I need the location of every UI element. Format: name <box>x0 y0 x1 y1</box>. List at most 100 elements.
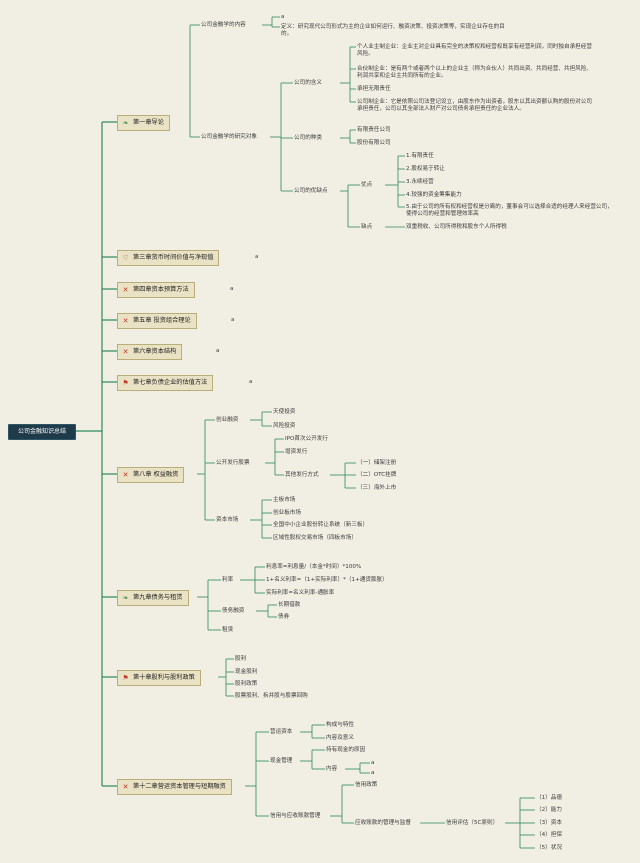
ch8-other-item: （二）OTC挂牌 <box>357 472 397 478</box>
chapter-node-12[interactable]: ✕ 第十二章营运资本管理与短期融资 <box>117 779 232 795</box>
cross-tools-icon: ✕ <box>122 471 129 479</box>
ch1-cons-node[interactable]: 缺点 <box>361 224 373 230</box>
ch12-credit-node[interactable]: 信用与应收账款管理 <box>270 813 321 819</box>
ch8-venture-node[interactable]: 创业融资 <box>216 417 239 423</box>
ch9-rate-node[interactable]: 利率 <box>222 577 234 583</box>
ch12-wc-item: 内容及意义 <box>326 735 354 741</box>
chapter-note: a <box>230 286 234 292</box>
ch10-item: 股利 <box>235 656 247 662</box>
ch1-content-node[interactable]: 公司金融学的内容 <box>201 22 246 28</box>
chapter-label: 第十二章营运资本管理与短期融资 <box>133 783 226 790</box>
chapter-note: a <box>231 317 235 323</box>
ch1-object-node[interactable]: 公司金融学的研究对象 <box>201 134 257 140</box>
ch12-wc-item: 构成与特性 <box>326 722 354 728</box>
ch1-pros-item: 5.由于公司的所有权和经营权是分离的，董事会可以选择合适的经理人来经营公司，使得… <box>406 204 613 217</box>
leaf-icon: ❧ <box>122 594 129 602</box>
chapter-label: 第九章债务与租赁 <box>133 594 183 601</box>
ch1-meaning-item: 合伙制企业：是有两个或者两个以上的企业主（称为合伙人）共同出资、共同经营、共担风… <box>357 66 592 79</box>
heart-icon: ♡ <box>122 254 129 262</box>
ch12-ar-node[interactable]: 应收账款的管理与监督 <box>355 820 411 826</box>
chapter-label: 第十章股利与股利政策 <box>133 674 195 681</box>
ch12-eval-item: （5）状况 <box>536 845 562 851</box>
ch8-other-item: （三）海外上市 <box>357 485 397 491</box>
ch1-meaning-item: 个人业主制企业：企业主对企业具有完全的决策权和经营权既享有经营利润，同时独自承担… <box>357 44 592 57</box>
ch9-rate-item: 实际利率=名义利率-通胀率 <box>266 590 335 596</box>
ch1-types-item: 股份有限公司 <box>357 140 391 146</box>
chapter-node-9[interactable]: ❧ 第九章债务与租赁 <box>117 590 189 606</box>
chapter-node-7[interactable]: ⚑ 第七章负债企业的估值方法 <box>117 375 214 391</box>
chapter-label: 第三章货币时间价值与净现值 <box>133 254 214 261</box>
ch12-eval-item: （3）资本 <box>536 820 562 826</box>
flag-icon: ⚑ <box>122 379 129 387</box>
chapter-node-8[interactable]: ✕ 第八章 权益融资 <box>117 467 185 483</box>
chapter-node-6[interactable]: ✕ 第六章资本结构 <box>117 344 183 360</box>
ch8-market-node[interactable]: 资本市场 <box>216 517 239 523</box>
ch12-cash-content-item: a <box>371 770 375 776</box>
chapter-node-1[interactable]: ❧ 第一章导论 <box>117 115 170 131</box>
ch12-eval-item: （1）品德 <box>536 795 562 801</box>
chapter-label: 第七章负债企业的估值方法 <box>133 379 208 386</box>
ch1-pros-node[interactable]: 优点 <box>361 182 373 188</box>
ch1-types-node[interactable]: 公司的种类 <box>294 135 322 141</box>
ch8-venture-item: 天使投资 <box>273 409 296 415</box>
ch1-meaning-node[interactable]: 公司的含义 <box>294 80 322 86</box>
ch10-item: 股票股利、拆并股与股票回购 <box>235 693 308 699</box>
chapter-label: 第四章资本预算方法 <box>133 286 189 293</box>
flag-icon: ⚑ <box>122 674 129 682</box>
ch12-eval-item: （4）担保 <box>536 832 562 838</box>
ch8-public-node[interactable]: 公开发行股票 <box>216 460 250 466</box>
ch9-rate-item: 利息率=利息量/（本金*时间）*100% <box>266 564 362 570</box>
chapter-note: a <box>216 348 220 354</box>
chapter-label: 第一章导论 <box>133 119 164 126</box>
ch8-public-item: IPO首次公开发行 <box>285 436 328 442</box>
cross-tools-icon: ✕ <box>122 317 129 325</box>
chapter-label: 第八章 权益融资 <box>133 471 179 478</box>
ch8-market-item: 主板市场 <box>273 497 296 503</box>
ch10-item: 股利政策 <box>235 681 258 687</box>
ch9-debt-item: 债券 <box>278 614 290 620</box>
ch8-other-node[interactable]: 其他发行方式 <box>285 472 319 478</box>
ch1-content-definition: 定义：研究现代公司形式为主的企业如何运行、融资决策、投资决策等，实现企业存在的目… <box>281 24 505 37</box>
chapter-label: 第五章 投资组合理论 <box>133 317 191 324</box>
ch1-content-a: a <box>281 14 285 20</box>
chapter-node-3[interactable]: ♡ 第三章货币时间价值与净现值 <box>117 250 220 266</box>
cross-tools-icon: ✕ <box>122 783 129 791</box>
ch1-pros-item: 3.永续经营 <box>406 179 434 185</box>
root-node[interactable]: 公司金融知识总结 <box>8 424 76 440</box>
chapter-label: 第六章资本结构 <box>133 348 177 355</box>
ch9-rate-item: 1+名义利率=（1+实际利率）*（1+通货膨胀） <box>266 577 388 583</box>
ch12-cash-content-node[interactable]: 内容 <box>326 766 338 772</box>
ch8-market-item: 创业板市场 <box>273 510 301 516</box>
cross-tools-icon: ✕ <box>122 286 129 294</box>
ch1-proscons-node[interactable]: 公司的优缺点 <box>294 188 328 194</box>
chapter-node-5[interactable]: ✕ 第五章 投资组合理论 <box>117 313 197 329</box>
cross-tools-icon: ✕ <box>122 348 129 356</box>
ch8-other-item: （一）储架注册 <box>357 460 397 466</box>
ch12-eval-item: （2）能力 <box>536 807 562 813</box>
ch8-market-item: 全国中小企业股份转让系统（新三板） <box>273 522 369 528</box>
ch12-cash-node[interactable]: 现金管理 <box>270 758 293 764</box>
ch9-debt-node[interactable]: 债务融资 <box>222 608 245 614</box>
leaf-icon: ❧ <box>122 119 129 127</box>
ch1-pros-item: 2.股权易于转让 <box>406 166 445 172</box>
ch12-cash-reason: 持有现金的原因 <box>326 747 366 753</box>
ch1-cons-item: 双重税收、公司所得税和股东个人所得税 <box>406 224 507 230</box>
ch1-meaning-item: 承担无限责任 <box>357 86 391 92</box>
chapter-note: a <box>255 254 259 260</box>
ch8-market-item: 区域性股权交易市场（四板市场） <box>273 535 357 541</box>
ch1-pros-item: 4.较强的资金筹集能力 <box>406 192 462 198</box>
ch9-lease-node[interactable]: 租赁 <box>222 627 234 633</box>
chapter-node-10[interactable]: ⚑ 第十章股利与股利政策 <box>117 670 201 686</box>
ch1-pros-item: 1.有限责任 <box>406 153 434 159</box>
ch8-public-item: 增资发行 <box>285 449 308 455</box>
ch1-meaning-item: 公司制企业：它是依照公司法登记设立，由股东作为出资者，股东以其出资额认购的股份对… <box>357 99 592 112</box>
ch12-credit-policy: 信用政策 <box>355 782 378 788</box>
chapter-node-4[interactable]: ✕ 第四章资本预算方法 <box>117 282 195 298</box>
ch9-debt-item: 长期借款 <box>278 602 301 608</box>
ch10-item: 现金股利 <box>235 669 258 675</box>
ch12-cash-content-item: a <box>371 760 375 766</box>
ch12-wc-node[interactable]: 营运资本 <box>270 729 293 735</box>
ch12-eval-node[interactable]: 信用评估（5C原则） <box>446 820 499 826</box>
ch8-venture-item: 风险投资 <box>273 423 296 429</box>
chapter-note: a <box>249 379 253 385</box>
